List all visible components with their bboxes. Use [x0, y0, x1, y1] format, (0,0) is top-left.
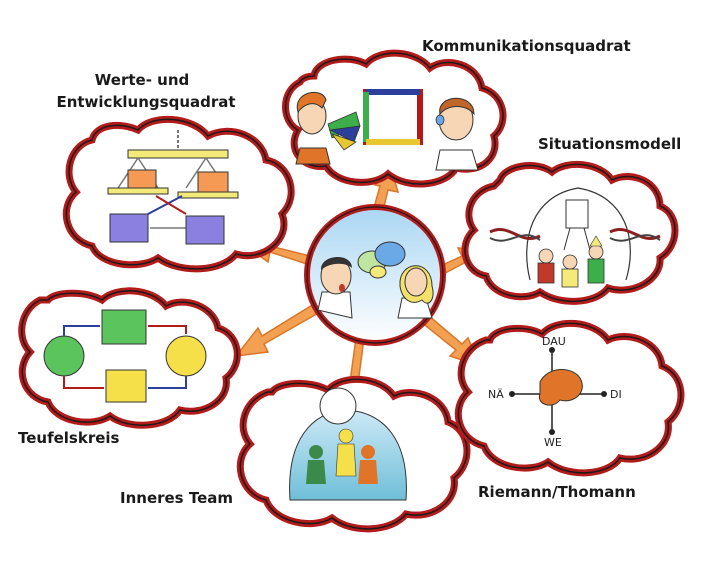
- speech-bubble-yellow: [369, 265, 387, 279]
- communication-square-illustration: [295, 89, 479, 171]
- label-riemann-thomann: Riemann/Thomann: [478, 483, 636, 501]
- label-situationsmodell: Situationsmodell: [538, 135, 682, 153]
- label-kommunikationsquadrat: Kommunikationsquadrat: [422, 37, 631, 55]
- sender-figure: [295, 91, 331, 165]
- label-werte-line2: Entwicklungsquadrat: [56, 93, 236, 111]
- inner-team-illustration: [289, 387, 407, 501]
- receiver-figure: [435, 97, 479, 171]
- riemann-axis-left: NÄ: [488, 388, 504, 401]
- central-conversation-circle: [304, 204, 446, 346]
- arrow-to-teufelskreis: [234, 303, 322, 357]
- teufelskreis-green-box: [101, 309, 147, 345]
- cloud-situationsmodell: [461, 160, 679, 305]
- label-inneres-team: Inneres Team: [120, 489, 233, 507]
- development-box-left: [109, 213, 149, 243]
- teufelskreis-yellow-circle: [165, 335, 207, 377]
- development-box-right: [185, 215, 225, 245]
- riemann-axis-right: DI: [610, 388, 622, 401]
- vicious-circle-illustration: [43, 309, 207, 403]
- riemann-axis-top: DAU: [542, 335, 566, 348]
- cloud-teufelskreis: [18, 287, 241, 429]
- teufelskreis-green-circle: [43, 335, 85, 377]
- angry-man-figure: [317, 256, 353, 319]
- speech-bubble-blue: [374, 241, 406, 267]
- situation-model-illustration: [489, 187, 661, 288]
- riemann-axis-bottom: WE: [544, 436, 562, 449]
- label-werte-line1: Werte- und: [94, 71, 190, 89]
- teufelskreis-yellow-box: [105, 369, 147, 403]
- inner-team-head: [319, 387, 357, 425]
- woman-figure: [397, 265, 434, 319]
- label-teufelskreis: Teufelskreis: [18, 429, 120, 447]
- riemann-thomann-cross: DAU WE NÄ DI: [488, 335, 622, 449]
- balance-scale-illustration: [107, 130, 239, 245]
- flipchart: [565, 199, 589, 229]
- riemann-profile-shape: [538, 369, 583, 406]
